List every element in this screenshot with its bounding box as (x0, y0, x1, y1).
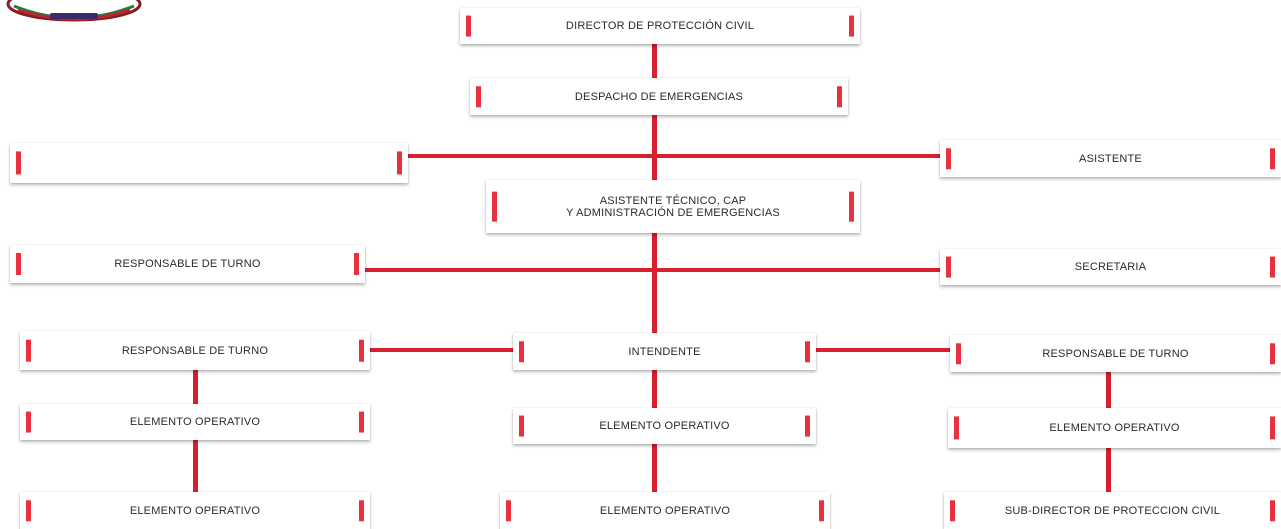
box-director: DIRECTOR DE PROTECCIÓN CIVIL (460, 8, 860, 44)
box-responsable-turno-left: RESPONSABLE DE TURNO (20, 331, 370, 370)
box-responsable-turno-right: RESPONSABLE DE TURNO (950, 335, 1281, 372)
box-despacho-emergencias: DESPACHO DE EMERGENCIAS (470, 78, 848, 115)
connector-center-col-b (652, 444, 657, 492)
box-responsable-turno-upper: RESPONSABLE DE TURNO (10, 245, 365, 283)
box-secretaria: SECRETARIA (940, 249, 1281, 285)
box-elemento-operativo-center-1: ELEMENTO OPERATIVO (513, 408, 816, 444)
connector-left-col-b (193, 440, 198, 492)
municipal-seal-icon (6, 0, 142, 22)
box-elemento-operativo-right-1: ELEMENTO OPERATIVO (948, 408, 1281, 448)
asistente-tecnico-line1: ASISTENTE TÉCNICO, CAP (599, 194, 747, 207)
box-elemento-operativo-center-2: ELEMENTO OPERATIVO (500, 492, 830, 529)
connector-despacho-asistente-tecnico (652, 115, 657, 183)
connector-left-col-a (193, 370, 198, 404)
box-blank-left (10, 143, 408, 183)
box-elemento-operativo-left-2: ELEMENTO OPERATIVO (20, 492, 370, 529)
connector-center-col-a (652, 370, 657, 408)
connector-row5-horizontal (358, 268, 944, 272)
connector-intendente-left (362, 348, 517, 352)
asistente-tecnico-line2: Y ADMINISTRACIÓN DE EMERGENCIAS (566, 206, 780, 219)
connector-right-col-b (1106, 448, 1111, 492)
connector-right-col-a (1106, 372, 1111, 408)
box-intendente: INTENDENTE (513, 333, 816, 370)
connector-row3-horizontal (398, 154, 943, 158)
connector-director-despacho (652, 44, 657, 78)
box-elemento-operativo-left-1: ELEMENTO OPERATIVO (20, 404, 370, 440)
box-sub-director: SUB-DIRECTOR DE PROTECCION CIVIL (944, 492, 1281, 529)
connector-asistente-tecnico-intendente (652, 233, 657, 334)
connector-intendente-right (812, 348, 952, 352)
box-asistente: ASISTENTE (940, 140, 1281, 177)
box-asistente-tecnico: ASISTENTE TÉCNICO, CAP Y ADMINISTRACIÓN … (486, 180, 860, 233)
